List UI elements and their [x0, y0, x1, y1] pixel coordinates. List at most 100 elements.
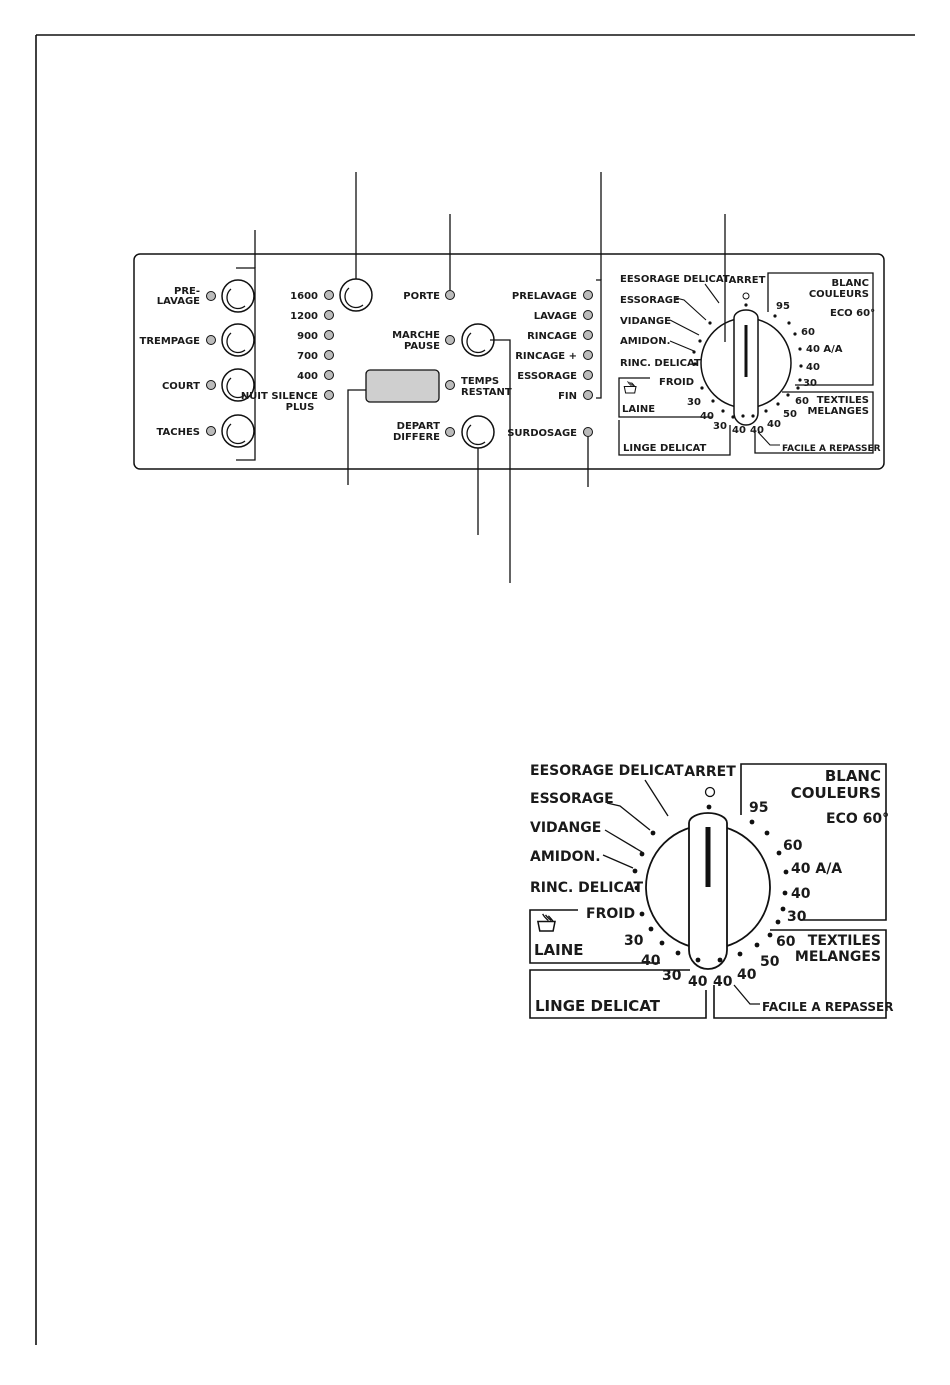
dial-position-dot	[731, 415, 735, 419]
large-delicate-30: 30	[662, 968, 682, 984]
prewash-label-2: LAVAGE	[157, 296, 200, 307]
dial-position-dot	[675, 950, 681, 956]
small-white-60: 60	[801, 327, 815, 338]
large-easy-iron-50: 50	[760, 954, 780, 970]
small-mixed-label-1: TEXTILES	[817, 395, 869, 406]
delay-start-button[interactable]	[461, 415, 495, 449]
dial-position-dot	[648, 926, 654, 932]
dial-position-dot	[783, 869, 789, 875]
small-starch-label: AMIDON.	[620, 336, 670, 347]
small-delicate-30: 30	[713, 421, 727, 432]
large-easy-iron-40b: 40	[737, 967, 757, 983]
large-spin-delicate-label: EESORAGE DELICAT	[530, 763, 684, 779]
short-indicator-led	[206, 380, 216, 390]
stains-button[interactable]: TACHES	[156, 414, 255, 448]
dial-position-dot	[780, 906, 786, 912]
large-starch-label: AMIDON.	[530, 849, 601, 865]
door-led	[445, 290, 455, 300]
dial-position-dot	[786, 393, 790, 397]
spin-speed-button[interactable]	[339, 278, 373, 312]
spin-900-led	[324, 330, 334, 340]
phase-end-label: FIN	[558, 391, 577, 402]
door-label: PORTE	[403, 291, 440, 302]
dial-position-dot	[798, 378, 802, 382]
soak-button[interactable]: TREMPAGE	[140, 323, 255, 357]
dial-position-dot	[773, 314, 777, 318]
overdose-label: SURDOSAGE	[507, 428, 577, 439]
dial-position-dot	[717, 957, 723, 963]
dial-position-dot	[776, 402, 780, 406]
large-off-label: ARRET	[684, 764, 736, 780]
overdose-led	[583, 427, 593, 437]
large-spin-label: ESSORAGE	[530, 791, 614, 807]
stains-indicator-led	[206, 426, 216, 436]
small-cold-label: FROID	[659, 377, 694, 388]
small-mixed-frame	[754, 391, 874, 454]
spin-400-label: 400	[297, 371, 318, 382]
soak-knob-mark	[226, 332, 246, 354]
dial-position-dot	[639, 911, 645, 917]
dial-position-dot	[764, 409, 768, 413]
delay-start-led	[445, 427, 455, 437]
large-delicate-40: 40	[688, 974, 708, 990]
large-dial-handle[interactable]	[688, 812, 728, 970]
large-delicate-frame	[529, 969, 707, 1019]
large-white-eco60: ECO 60°	[826, 811, 889, 827]
large-rinse-delicate-label: RINC. DELICAT	[530, 880, 644, 896]
large-white-60: 60	[783, 838, 803, 854]
small-easy-iron-40a: 40	[750, 425, 764, 436]
prewash-button[interactable]: PRE- LAVAGE	[157, 279, 255, 313]
dial-position-dot	[764, 830, 770, 836]
dial-position-dot	[634, 885, 640, 891]
soak-knob[interactable]	[221, 323, 255, 357]
small-easy-iron-label: FACILE A REPASSER	[782, 444, 881, 454]
dial-position-dot	[787, 321, 791, 325]
small-wool-frame	[618, 377, 712, 418]
large-cold-label: FROID	[586, 906, 635, 922]
small-dial-dots	[692, 303, 803, 419]
large-wool-40: 40	[641, 953, 661, 969]
large-starch-pointer	[602, 854, 634, 869]
small-drain-label: VIDANGE	[620, 316, 671, 327]
start-pause-knob-mark	[466, 332, 486, 354]
start-pause-led	[445, 335, 455, 345]
prewash-knob-mark	[226, 288, 246, 310]
spin-1200-led	[324, 310, 334, 320]
stains-knob[interactable]	[221, 414, 255, 448]
large-mixed-60: 60	[776, 934, 796, 950]
small-white-label-1: BLANC	[832, 278, 869, 289]
start-pause-group: MARCHE PAUSE	[392, 323, 511, 583]
dial-position-dot	[632, 868, 638, 874]
dial-position-dot	[793, 332, 797, 336]
phase-bracket	[596, 279, 602, 399]
night-silence-led	[324, 390, 334, 400]
phase-rinse-led	[583, 330, 593, 340]
prewash-indicator-led	[206, 291, 216, 301]
large-wool-30: 30	[624, 933, 644, 949]
soak-label: TREMPAGE	[140, 336, 201, 347]
phase-rinse-plus-label: RINCAGE +	[515, 351, 577, 362]
night-silence-label-2: PLUS	[286, 402, 315, 413]
short-button[interactable]: COURT	[162, 368, 255, 402]
phase-prewash-led	[583, 290, 593, 300]
display-group: TEMPS RESTANT	[347, 369, 512, 485]
dial-position-dot	[796, 386, 800, 390]
prewash-label-1: PRE-	[174, 286, 200, 297]
large-white-40: 40	[791, 886, 811, 902]
short-knob[interactable]	[221, 368, 255, 402]
small-wool-handwash-icon	[623, 381, 637, 394]
dial-position-dot	[693, 362, 697, 366]
prewash-knob[interactable]	[221, 279, 255, 313]
large-spin-pointer	[606, 802, 651, 831]
time-left-label-2: RESTANT	[461, 387, 512, 398]
dial-position-dot	[711, 399, 715, 403]
start-pause-button[interactable]	[461, 323, 495, 357]
dial-position-dot	[767, 932, 773, 938]
small-easy-iron-40b: 40	[767, 419, 781, 430]
phase-end-led	[583, 390, 593, 400]
dial-position-dot	[692, 350, 696, 354]
large-white-label-2: COULEURS	[791, 784, 881, 802]
display-leader	[347, 389, 366, 485]
dial-position-dot	[799, 364, 803, 368]
